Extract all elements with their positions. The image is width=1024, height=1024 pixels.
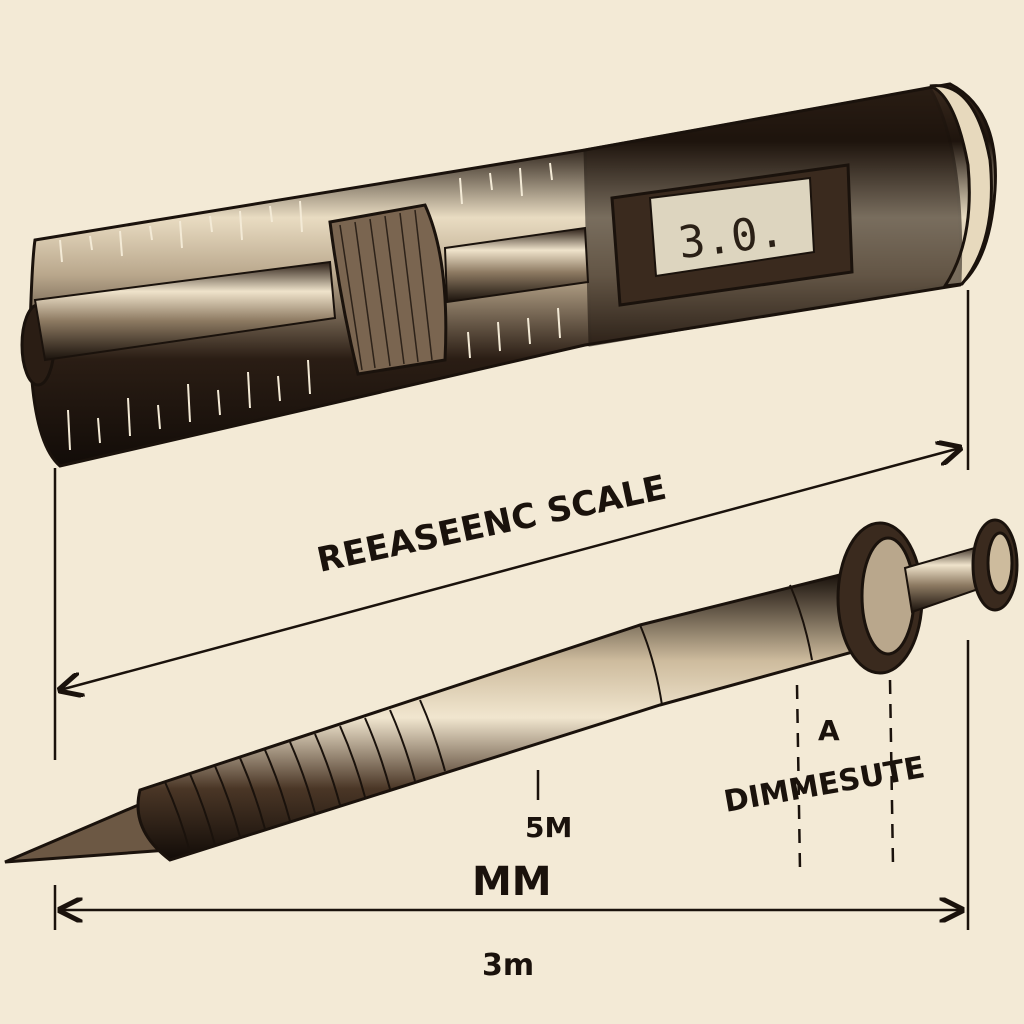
ruler-ticks-top [59,162,553,263]
tube-rod [33,260,337,362]
pen-probe [4,518,1019,864]
inner-dimension-marks [53,640,970,930]
inner-dimension-label: 5M [525,811,572,844]
tube-end-cap [929,84,993,288]
dimension-label: DIMMESUTE [721,750,927,820]
lcd-screen [648,176,816,278]
unit-label: MM [472,859,552,905]
scale-dimension-line [53,290,970,760]
dimension-a-label: A [818,714,840,747]
probe-body [136,573,862,862]
scale-label: REEASEENC SCALE [314,468,670,581]
measuring-tube [20,82,997,468]
total-dimension-label: 3m [482,948,534,983]
probe-threads [164,584,813,853]
ruler-ticks-bottom [67,307,561,451]
